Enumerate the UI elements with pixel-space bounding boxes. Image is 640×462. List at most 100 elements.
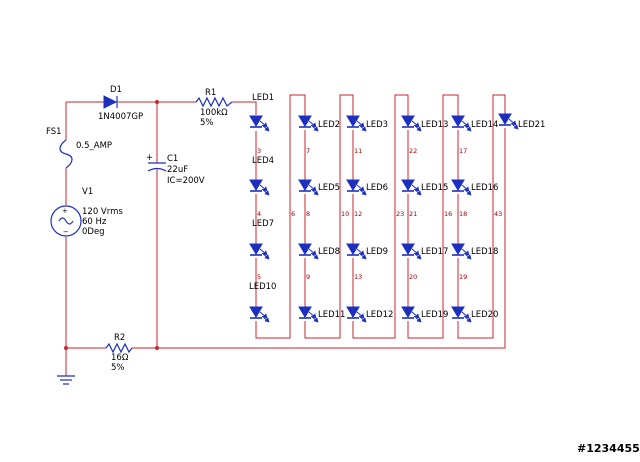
net-label: 13 (354, 273, 362, 281)
junction-dot (64, 346, 68, 350)
junction-dot (155, 346, 159, 350)
net-label: 9 (306, 273, 310, 281)
v1-minus-sign: − (63, 228, 69, 236)
wires (65, 94, 506, 376)
led-label: LED10 (249, 282, 276, 292)
led-symbol (401, 115, 422, 132)
led-symbol (346, 306, 367, 323)
net-label: 22 (409, 147, 417, 155)
net-label: 7 (306, 147, 310, 155)
led-label: LED19 (421, 310, 448, 320)
junction-dot (155, 100, 159, 104)
led-label: LED17 (421, 247, 448, 257)
r2-value: 16Ω (111, 353, 129, 363)
net-label: 21 (409, 210, 417, 218)
led-symbol (249, 306, 270, 323)
net-label: 18 (459, 210, 467, 218)
diode-d1: D1 1N4007GP (98, 85, 143, 122)
led-symbol (451, 115, 472, 132)
net-label: 8 (306, 210, 310, 218)
led-label: LED8 (318, 247, 340, 257)
v1-phase: 0Deg (82, 227, 105, 237)
v1-voltage: 120 Vrms (82, 207, 123, 217)
r1-tolerance: 5% (200, 118, 214, 128)
r1-ref: R1 (205, 88, 216, 98)
fs1-ref: FS1 (46, 127, 62, 137)
led-label: LED20 (471, 310, 498, 320)
watermark-id: #1234455 (577, 442, 640, 455)
d1-value: 1N4007GP (98, 112, 143, 122)
led-symbol (498, 113, 519, 130)
led-label: LED16 (471, 183, 498, 193)
ac-source-v1: + − V1 120 Vrms 60 Hz 0Deg (50, 187, 123, 237)
led-label: LED7 (252, 219, 274, 229)
c1-ref: C1 (167, 154, 178, 164)
r1-value: 100kΩ (200, 108, 228, 118)
led-label: LED12 (366, 310, 393, 320)
led-array (249, 113, 519, 323)
led-symbol (298, 179, 319, 196)
led-symbol (451, 243, 472, 260)
led-symbol (298, 306, 319, 323)
c1-initial-condition: IC=200V (167, 176, 205, 186)
net-label: 19 (459, 273, 467, 281)
fs1-value: 0.5_AMP (76, 141, 112, 151)
led-symbol (298, 115, 319, 132)
resistor-r1: R1 100kΩ 5% (195, 88, 233, 128)
led-label: LED13 (421, 120, 448, 130)
net-label: 23 (396, 210, 404, 218)
c1-value: 22uF (167, 165, 188, 175)
led-symbol (401, 306, 422, 323)
led-label: LED18 (471, 247, 498, 257)
net-label: 16 (444, 210, 452, 218)
led-label: LED1 (252, 93, 274, 103)
led-label: LED21 (518, 120, 545, 130)
led-symbol (298, 243, 319, 260)
d1-ref: D1 (110, 85, 122, 95)
ground-symbol (57, 375, 75, 385)
led-label: LED4 (252, 156, 274, 166)
net-label: 6 (291, 210, 295, 218)
r2-ref: R2 (114, 333, 125, 343)
led-label: LED2 (318, 120, 340, 130)
led-symbol (346, 179, 367, 196)
led-label: LED14 (471, 120, 498, 130)
fuse-fs1: FS1 0.5_AMP (46, 127, 112, 169)
net-label: 5 (257, 273, 261, 281)
led-symbol (249, 115, 270, 132)
net-label: 4 (257, 210, 261, 218)
led-symbol (346, 243, 367, 260)
led-symbol (249, 179, 270, 196)
led-label: LED3 (366, 120, 388, 130)
v1-ref: V1 (82, 187, 93, 197)
led-symbol (451, 179, 472, 196)
net-label: 43 (494, 210, 502, 218)
led-label: LED6 (366, 183, 388, 193)
led-symbol (401, 243, 422, 260)
c1-plus: + (146, 153, 153, 163)
net-label: 10 (341, 210, 349, 218)
led-label: LED15 (421, 183, 448, 193)
junctions (64, 100, 159, 350)
v1-frequency: 60 Hz (82, 217, 107, 227)
net-label: 20 (409, 273, 417, 281)
led-label: LED5 (318, 183, 340, 193)
led-symbol (346, 115, 367, 132)
led-label: LED9 (366, 247, 388, 257)
led-symbol (249, 243, 270, 260)
net-label: 17 (459, 147, 467, 155)
net-label: 3 (257, 147, 261, 155)
net-label: 11 (354, 147, 362, 155)
capacitor-c1: + C1 22uF IC=200V (146, 153, 205, 186)
resistor-r2: R2 16Ω 5% (105, 333, 133, 373)
led-label: LED11 (318, 310, 345, 320)
led-symbol (401, 179, 422, 196)
r2-tolerance: 5% (111, 363, 125, 373)
v1-plus-sign: + (62, 207, 68, 215)
net-labels: 3 7 11 22 17 4 8 10 12 23 21 16 18 43 6 … (257, 147, 502, 281)
net-label: 12 (354, 210, 362, 218)
led-symbol (451, 306, 472, 323)
led-labels: LED1 LED2 LED3 LED13 LED14 LED21 LED4 LE… (249, 93, 545, 320)
